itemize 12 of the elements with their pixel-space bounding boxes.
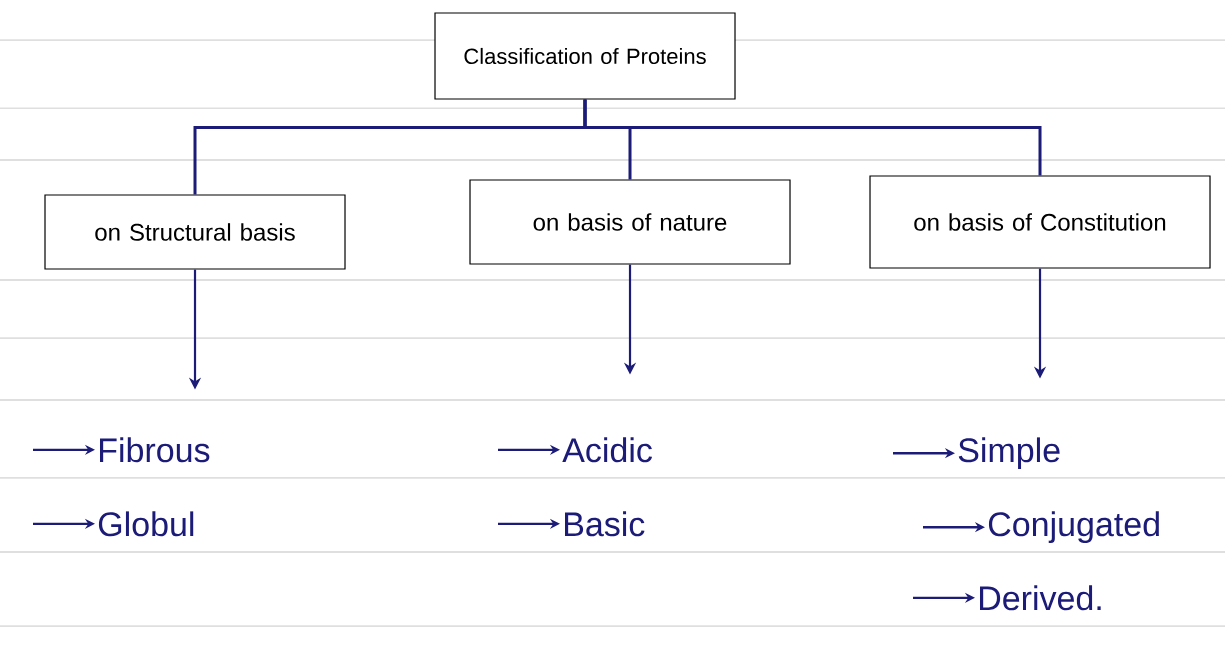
list-item: Simple [958, 437, 1060, 470]
list-item: Conjugated [988, 511, 1159, 544]
list-item: Acidic [562, 437, 652, 463]
category-box: on basis of nature [469, 179, 791, 265]
list-item: Derived. [980, 585, 1101, 611]
list-item: Fibrous [100, 437, 210, 463]
list-item: Globul [98, 511, 194, 537]
category-box: on basis of Constitution [869, 175, 1211, 269]
category-box: on Structural basis [44, 194, 346, 270]
list-item: Basic [565, 511, 645, 537]
category-box: Classification of Proteins [434, 12, 736, 100]
connector-line [583, 99, 1042, 176]
